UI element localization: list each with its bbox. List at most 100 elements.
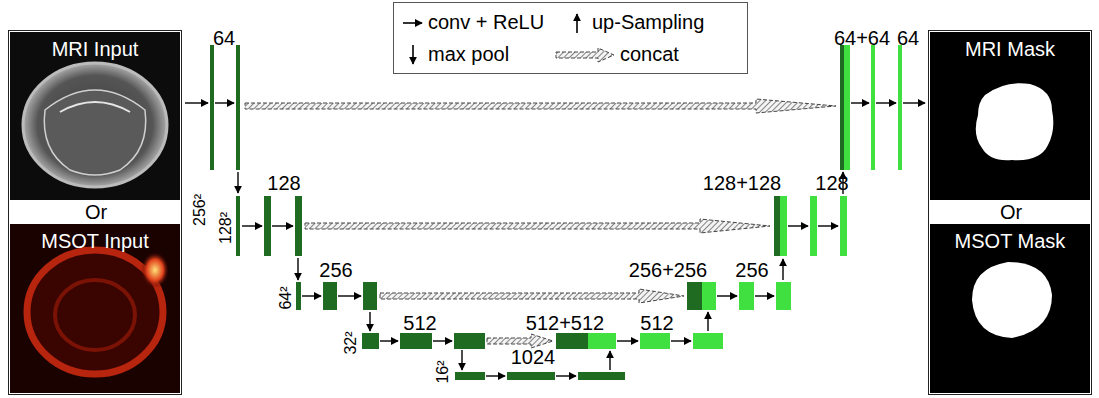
image-title: MRI Mask [965, 38, 1055, 61]
feature-map-bar [898, 45, 902, 170]
layer-arrow [671, 340, 691, 341]
resolution-label: 256² [191, 194, 209, 226]
feature-map-bar [556, 333, 588, 349]
or-text: Or [1000, 201, 1022, 224]
image-title: MSOT Input [41, 230, 148, 253]
feature-map-bar [264, 196, 271, 256]
legend-arrow [576, 14, 578, 33]
concat-arrow [487, 334, 553, 348]
feature-map-bar [871, 45, 875, 170]
resolution-label: 16² [434, 360, 452, 383]
feature-map-bar [455, 372, 485, 380]
image-box: MRI Input [10, 32, 180, 200]
msot-inner [55, 280, 135, 350]
channel-count: 512 [640, 312, 673, 334]
layer-arrow [556, 375, 576, 376]
feature-map-bar [739, 282, 754, 310]
legend-text: up-Sampling [592, 11, 704, 34]
feature-map-bar [323, 282, 337, 310]
layer-arrow [461, 350, 462, 370]
feature-map-bar [640, 333, 670, 349]
feature-map-bar [236, 45, 240, 170]
image-title: MRI Input [52, 38, 139, 61]
layer-arrow [707, 312, 708, 331]
legend-sample [402, 12, 424, 34]
channel-count: 512 [403, 312, 436, 334]
layer-arrow [297, 258, 298, 280]
mri-head [23, 63, 167, 187]
legend-concat-arrow [556, 48, 614, 62]
layer-arrow [788, 225, 808, 226]
layer-arrow [380, 340, 398, 341]
mri-mask-blob [976, 83, 1054, 160]
feature-map-bar [578, 372, 625, 380]
feature-map-bar [362, 333, 379, 349]
legend-text: concat [620, 43, 679, 66]
feature-map-bar [776, 282, 791, 310]
channel-count: 64+64 [834, 27, 890, 49]
feature-map-bar [693, 333, 723, 349]
channel-count: 128+128 [703, 172, 781, 194]
msot-mask-image [930, 224, 1090, 393]
legend-box: conv + ReLU up-Sampling max pool concat [393, 2, 748, 74]
mri-brain [44, 90, 145, 175]
mri-image [10, 32, 180, 200]
channel-count: 256 [319, 259, 352, 281]
feature-map-bar [454, 333, 485, 349]
feature-map-bar [774, 196, 780, 256]
channel-count: 128 [815, 172, 848, 194]
legend-entry: up-Sampling [566, 11, 704, 34]
layer-arrow [237, 172, 238, 193]
feature-map-bar [363, 282, 377, 310]
skip-connections [245, 99, 836, 348]
feature-map-bar [296, 282, 301, 310]
layer-arrow [185, 102, 208, 103]
layer-arrow [782, 259, 783, 280]
image-panel: Or MRI InputMSOT Input [8, 30, 182, 395]
or-text: Or [85, 201, 107, 224]
layer-arrow [755, 295, 774, 296]
feature-map-bar [687, 282, 702, 310]
layer-arrow [302, 295, 321, 296]
channel-count: 128 [267, 172, 300, 194]
concat-arrow [245, 99, 836, 113]
resolution-label: 64² [277, 286, 295, 309]
msot-image [10, 224, 180, 393]
image-title: MSOT Mask [955, 230, 1066, 253]
layer-arrow [242, 225, 262, 226]
feature-map-bar [810, 196, 817, 256]
msot-hotspot [141, 252, 169, 288]
feature-map-bar [840, 45, 844, 170]
layer-arrow [215, 102, 234, 103]
image-panel: Or MRI MaskMSOT Mask [928, 30, 1092, 395]
legend-arrow [403, 22, 422, 24]
resolution-label: 128² [217, 212, 235, 244]
mri-mask-image [930, 32, 1090, 200]
image-box: MSOT Input [10, 224, 180, 393]
layer-arrow [876, 102, 896, 103]
layer-arrow [617, 340, 638, 341]
feature-map-bar [295, 196, 302, 256]
legend-arrow [412, 45, 414, 64]
layer-arrow [717, 295, 737, 296]
layer-arrow [609, 351, 610, 370]
layer-arrow [903, 102, 925, 103]
legend-sample [402, 44, 424, 66]
channel-count: 256+256 [629, 259, 707, 281]
feature-map-bar [236, 196, 240, 256]
channel-count: 64 [213, 27, 235, 49]
layer-arrows [185, 103, 925, 376]
legend-entry: max pool [402, 43, 509, 66]
concat-arrow [380, 289, 684, 303]
feature-map-bar [702, 282, 716, 310]
legend-text: max pool [428, 43, 509, 66]
feature-map-bar [507, 372, 555, 380]
resolution-label: 32² [342, 331, 360, 354]
feature-map-bar [400, 333, 432, 349]
image-box: MSOT Mask [930, 224, 1090, 393]
channel-count: 64 [897, 27, 919, 49]
mri-detail [60, 102, 130, 112]
legend-text: conv + ReLU [428, 11, 544, 34]
legend-sample [554, 44, 616, 66]
channel-count: 256 [735, 259, 768, 281]
